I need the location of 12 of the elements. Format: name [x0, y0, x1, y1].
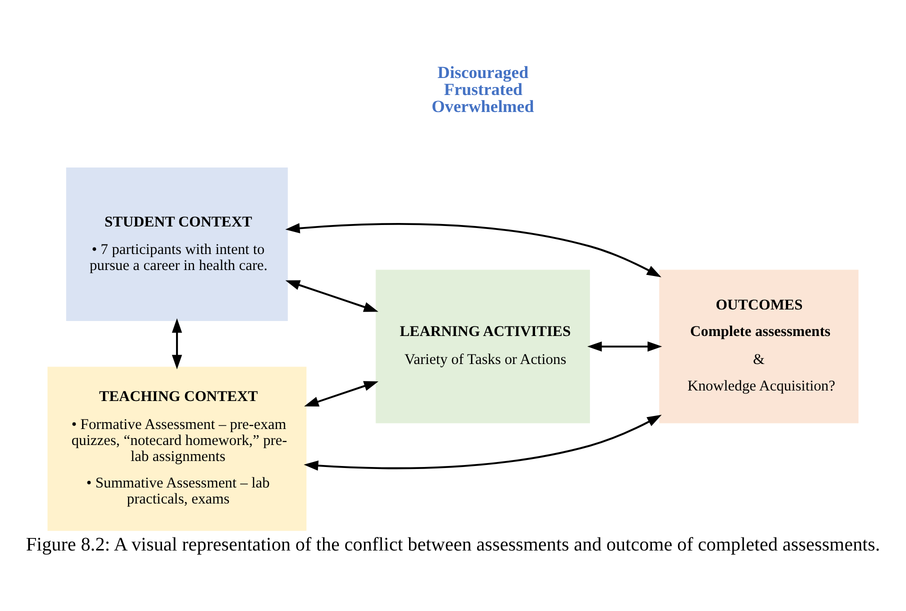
caption: Figure 8.2: A visual representation of the conflict between assessments and outcome of completed assessments. [26, 534, 880, 556]
arrow [285, 280, 378, 312]
arrow [172, 318, 182, 370]
node-box: TEACHING CONTEXT • Formative Assessment – pre-exam quizzes, “notecard homework,” pre-lab assignments • Summative Assessment – lab practicals, exams [48, 366, 306, 531]
node-box: LEARNING ACTIVITIES Variety of Tasks or Actions [376, 270, 590, 424]
node-box: STUDENT CONTEXT • 7 participants with intent to pursue a career in health care. [66, 168, 288, 321]
arrow [285, 223, 662, 278]
label: Discouraged Frustrated Overwhelmed [432, 62, 534, 116]
arrow [304, 381, 378, 407]
arrow [304, 414, 662, 471]
arrow [587, 341, 662, 352]
node-box: OUTCOMES Complete assessments & Knowledge Acquisition? [659, 270, 858, 424]
